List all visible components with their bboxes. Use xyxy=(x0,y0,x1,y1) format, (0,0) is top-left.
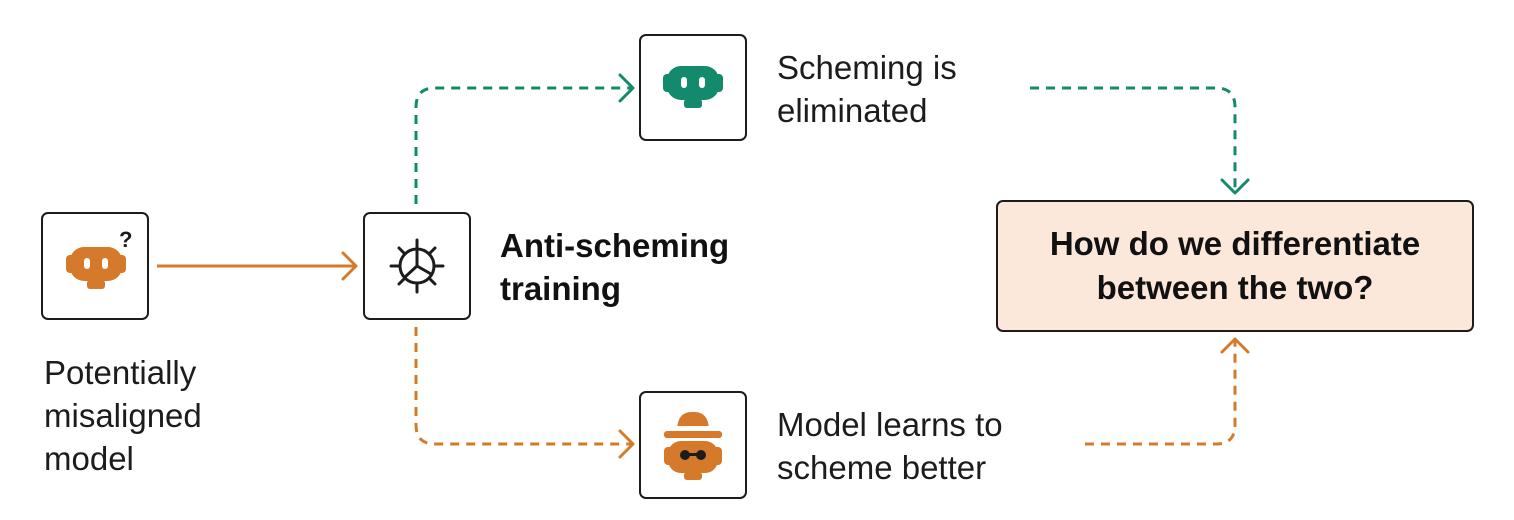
source-label-line-2: misaligned xyxy=(44,397,202,434)
eliminated-label-line-1: Scheming is xyxy=(777,49,957,86)
eliminated-label-line-2: eliminated xyxy=(777,92,928,129)
source-model-node: ? xyxy=(41,212,149,320)
differentiate-question-box: How do we differentiate between the two? xyxy=(996,200,1474,332)
disguised-robot-icon xyxy=(664,411,722,480)
source-model-label: Potentially misaligned model xyxy=(44,351,202,480)
source-label-line-3: model xyxy=(44,440,134,477)
robot-icon xyxy=(663,66,723,108)
arrow-better-to-question xyxy=(1085,337,1250,446)
arrow-training-to-eliminated xyxy=(414,73,635,204)
training-label-line-1: Anti-scheming xyxy=(500,227,730,264)
robot-question-icon: ? xyxy=(66,227,132,289)
scheme-better-label-line-2: scheme better xyxy=(777,449,987,486)
question-mark: ? xyxy=(119,227,132,252)
source-label-line-1: Potentially xyxy=(44,354,197,391)
question-line-2: between the two? xyxy=(1096,269,1374,306)
scheme-better-node xyxy=(639,391,747,499)
eliminated-label: Scheming is eliminated xyxy=(777,46,957,132)
scheme-better-label: Model learns to scheme better xyxy=(777,403,1003,489)
training-label: Anti-scheming training xyxy=(500,224,729,310)
arrow-source-to-training xyxy=(157,251,358,281)
scheme-better-label-line-1: Model learns to xyxy=(777,406,1003,443)
arrow-training-to-better xyxy=(414,327,635,459)
question-line-1: How do we differentiate xyxy=(1049,225,1421,262)
gear-icon xyxy=(389,238,445,294)
eliminated-node xyxy=(639,34,747,141)
arrow-eliminated-to-question xyxy=(1030,86,1250,195)
training-label-line-2: training xyxy=(500,270,621,307)
training-node xyxy=(363,212,471,320)
